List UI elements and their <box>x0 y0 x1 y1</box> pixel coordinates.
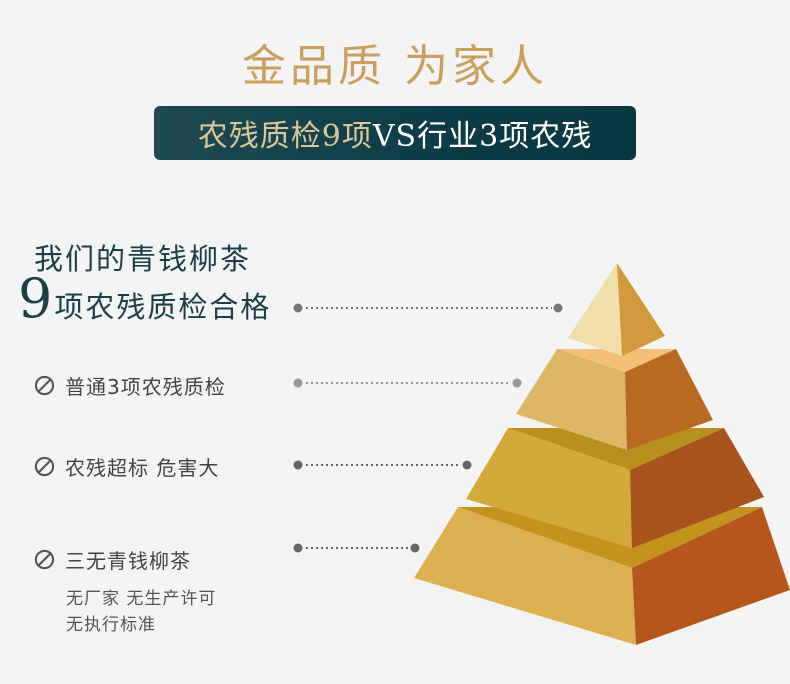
banner-rest: VS行业3项农残 <box>372 119 593 154</box>
list-item-unlicensed-tea: 三无青钱柳茶 <box>34 545 191 574</box>
pyramid-tier-top <box>568 263 665 356</box>
page-title: 金品质 为家人 <box>242 41 548 92</box>
ban-icon <box>34 375 55 396</box>
list-item-label: 农残超标 危害大 <box>65 456 220 480</box>
note-line-2: 无执行标准 <box>66 615 156 635</box>
leader-line-top <box>293 303 563 313</box>
pyramid-tier-3 <box>466 428 764 548</box>
list-item-label: 三无青钱柳茶 <box>65 549 191 573</box>
list-item-label: 普通3项农残质检 <box>65 375 226 399</box>
leader-line-4 <box>293 543 420 553</box>
pyramid-tier-2 <box>516 349 713 450</box>
ban-icon <box>34 549 55 570</box>
leader-line-2 <box>293 378 522 388</box>
list-item-excess-residue: 农残超标 危害大 <box>34 452 219 481</box>
note-line-1: 无厂家 无生产许可 <box>66 589 217 609</box>
claim-line-1: 我们的青钱柳茶 <box>34 242 252 276</box>
leader-line-3 <box>293 460 472 470</box>
banner-highlight: 农残质检9项 <box>197 119 373 154</box>
claim-text: 项农残质检合格 <box>54 290 272 324</box>
list-item-common-test: 普通3项农残质检 <box>34 371 226 400</box>
ban-icon <box>34 456 55 477</box>
claim-line-2: 9 项农残质检合格 <box>18 272 271 326</box>
claim-number: 9 <box>18 267 53 330</box>
